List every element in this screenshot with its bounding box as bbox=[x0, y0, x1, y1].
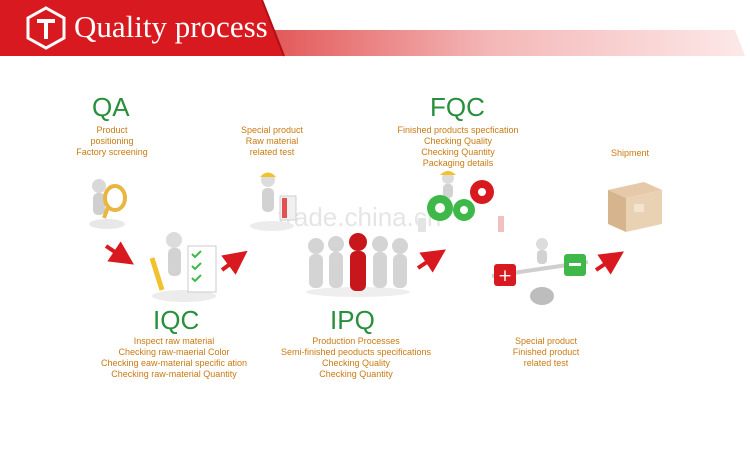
checklist-figure-icon bbox=[149, 232, 217, 302]
qa-figure-icon bbox=[89, 179, 127, 229]
page-title: Quality process bbox=[74, 9, 268, 44]
stage-ipq-text: Production Processes Semi-finished peodu… bbox=[280, 336, 432, 379]
watermark: trade.china.cn bbox=[278, 202, 442, 232]
svg-text:+: + bbox=[498, 266, 512, 286]
team-figure-icon bbox=[306, 233, 410, 297]
engineer-figure-icon bbox=[250, 172, 297, 231]
stage-iqc-title: IQC bbox=[153, 305, 200, 335]
stage-fqc-title: FQC bbox=[430, 92, 485, 122]
stage-fqc-text: Finished products specfication Checking … bbox=[397, 125, 519, 168]
balance-figure-icon: + bbox=[491, 238, 589, 305]
stage-iqc-text: Inspect raw material Checking raw-maeria… bbox=[100, 336, 248, 379]
gears-figure-icon bbox=[418, 171, 504, 232]
stage-shipment-text: Shipment bbox=[610, 148, 650, 158]
header-banner bbox=[0, 0, 745, 57]
box-figure-icon bbox=[608, 182, 662, 232]
stage-ipq-title: IPQ bbox=[330, 305, 375, 335]
stage-special-finished-text: Special product Finished product related… bbox=[512, 336, 580, 368]
stage-special-raw-text: Special product Raw material related tes… bbox=[240, 125, 304, 157]
company-logo-icon bbox=[26, 6, 66, 50]
arrow-group bbox=[104, 241, 624, 275]
stage-qa-title: QA bbox=[92, 92, 130, 122]
stage-qa-text: Product positioning Factory screening bbox=[76, 125, 148, 157]
